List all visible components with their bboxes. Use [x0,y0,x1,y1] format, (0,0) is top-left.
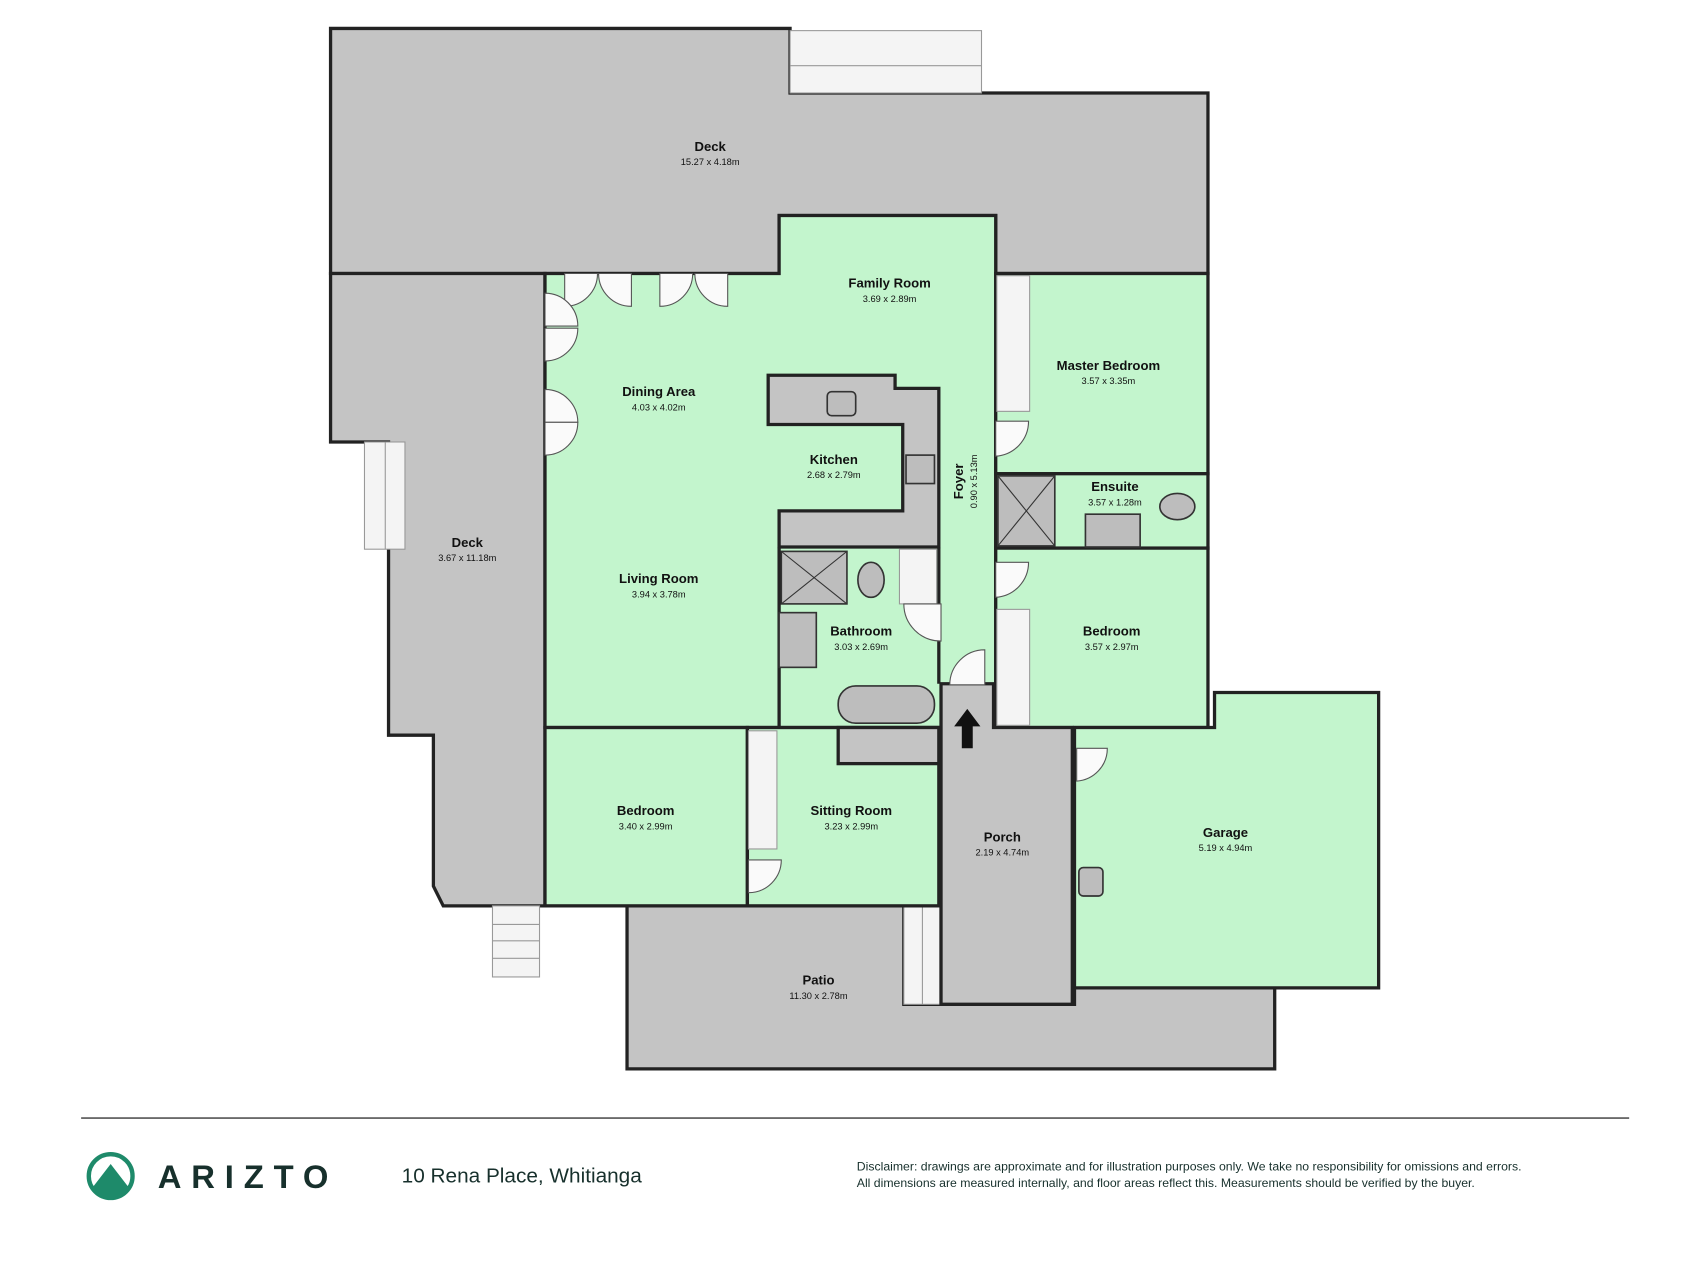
toilet [857,561,885,599]
wardrobe [996,275,1031,412]
vanity [778,611,818,669]
room-dims: 11.30 x 2.78m [789,991,847,1001]
room-dims: 2.19 x 4.74m [975,848,1029,858]
sitting-cupboard [747,730,778,850]
room-name: Foyer [951,464,966,500]
entry-arrow-icon [954,708,981,749]
brand-name: ARIZTO [158,1158,339,1195]
room-name: Dining Area [622,384,696,399]
room-name: Bathroom [830,624,892,639]
room-name: Family Room [848,276,930,291]
room-name: Sitting Room [811,803,893,818]
room-dims: 3.03 x 2.69m [834,642,888,652]
deck-top-area [328,26,1210,276]
wardrobe [996,608,1031,726]
room-name: Patio [802,973,834,988]
stairs-top [789,30,983,94]
bedroom-left-area [543,725,750,908]
doors [544,272,1108,894]
disclaimer-line-2: All dimensions are measured internally, … [857,1176,1475,1190]
room-name: Deck [452,535,484,550]
room-name: Master Bedroom [1057,358,1160,373]
disclaimer-line-1: Disclaimer: drawings are approximate and… [857,1160,1522,1174]
room-dims: 3.23 x 2.99m [824,821,878,831]
room-dims: 2.68 x 2.79m [807,470,861,480]
room-name: Living Room [619,571,698,586]
master-bedroom-area [994,271,1210,476]
linen-cupboard [898,548,938,605]
room-dims: 4.03 x 4.02m [632,402,686,412]
room-dims: 3.57 x 3.35m [1082,376,1136,386]
cooktop [905,454,936,485]
room-dims: 3.57 x 1.28m [1088,497,1142,507]
garage-area [1072,690,1381,990]
room-name: Porch [984,829,1021,844]
ensuite-vanity [1084,513,1141,548]
porch-bench [836,725,941,766]
brand-logo-icon [86,1152,135,1201]
deck-left-area [328,271,547,908]
room-dims: 3.94 x 3.78m [632,589,686,599]
room-dims: 0.90 x 5.13m [969,454,979,508]
bathtub [837,685,936,724]
porch-area [939,682,1074,1006]
garage-sink [1078,866,1104,897]
ensuite-toilet [1159,492,1196,521]
room-name: Kitchen [810,452,858,467]
property-address: 10 Rena Place, Whitianga [402,1165,643,1188]
room-dims: 3.57 x 2.97m [1085,642,1139,652]
room-dims: 5.19 x 4.94m [1199,843,1253,853]
room-name: Bedroom [1083,624,1141,639]
kitchen-sink [826,390,857,417]
room-dims: 3.67 x 11.18m [438,553,496,563]
room-name: Bedroom [617,803,675,818]
room-dims: 3.69 x 2.89m [863,294,917,304]
room-name: Ensuite [1091,479,1138,494]
room-dims: 15.27 x 4.18m [681,157,740,167]
room-name: Deck [695,139,727,154]
room-name: Garage [1203,825,1248,840]
room-dims: 3.40 x 2.99m [619,821,673,831]
